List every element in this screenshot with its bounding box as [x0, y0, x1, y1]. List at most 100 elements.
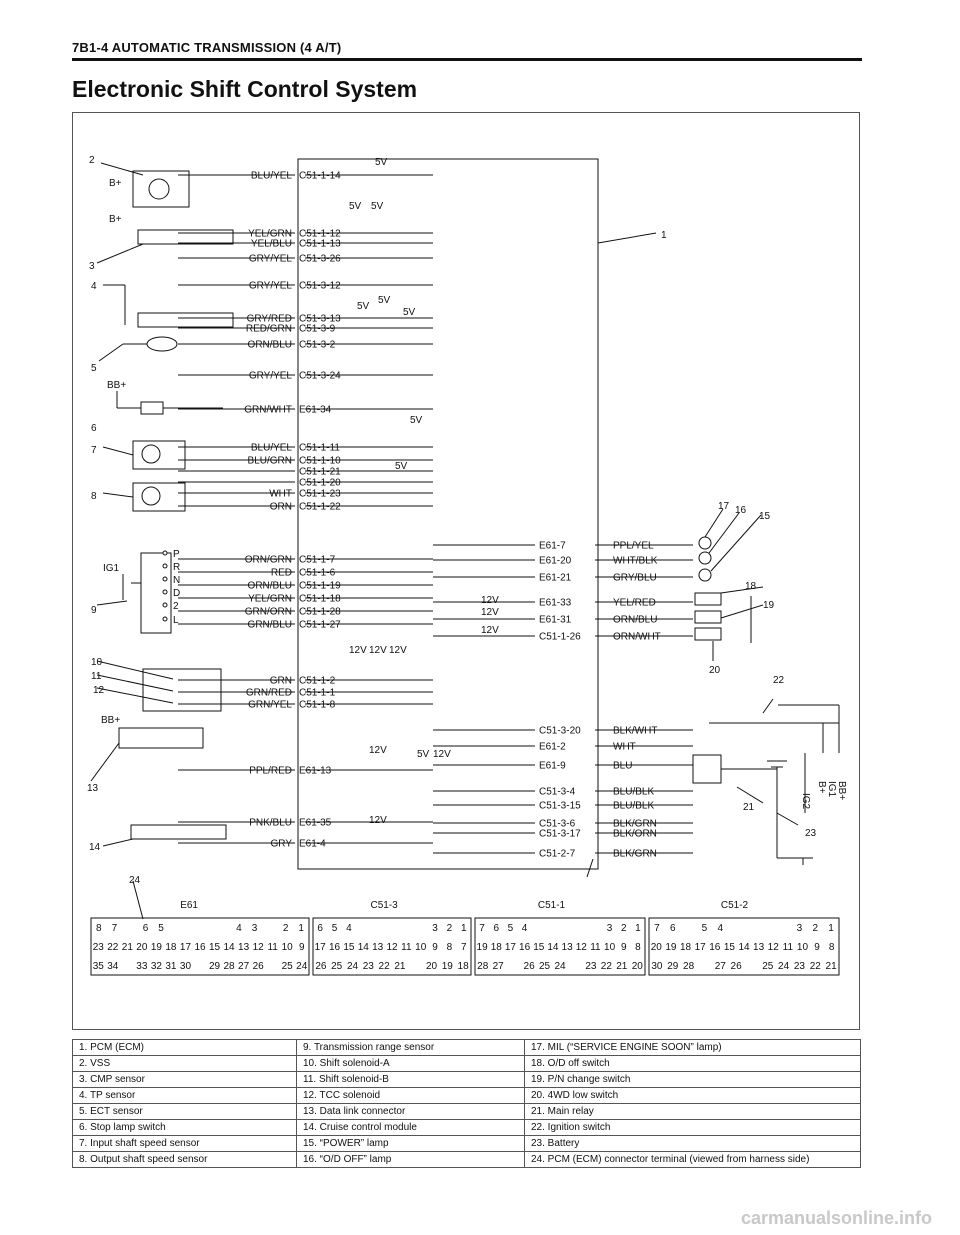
- connector-pin: 9: [814, 942, 820, 953]
- wire-color-label: BLU/YEL: [251, 171, 293, 182]
- pin-label: E61-4: [299, 839, 326, 850]
- wire-color-label: GRN/ORN: [245, 607, 292, 618]
- connector-pin: 18: [458, 961, 470, 972]
- v12-label: 12V: [349, 645, 367, 656]
- connector-pin: 10: [797, 942, 809, 953]
- connector-pin: 19: [477, 942, 489, 953]
- connector-pin: 20: [651, 942, 663, 953]
- connector-pin: 35: [93, 961, 105, 972]
- callout-1: 1: [661, 230, 667, 241]
- wire-color-label: YEL/BLU: [251, 239, 292, 250]
- wire-color-label: BLU/BLK: [613, 801, 654, 812]
- legend-cell: 7. Input shaft speed sensor: [72, 1135, 297, 1152]
- connector-pin: 26: [524, 961, 536, 972]
- connector-pin: 12: [576, 942, 588, 953]
- connector-pin: 3: [797, 923, 803, 934]
- wire-color-label: YEL/GRN: [248, 594, 292, 605]
- wire-color-label: GRY/RED: [247, 314, 292, 325]
- connector-pin: 27: [493, 961, 505, 972]
- legend-row: 1. PCM (ECM)9. Transmission range sensor…: [72, 1039, 861, 1056]
- wire-color-label: WHT: [269, 489, 292, 500]
- od-off-switch: [694, 592, 722, 606]
- connector-pin: 7: [654, 923, 660, 934]
- connector-pin: 22: [601, 961, 613, 972]
- wire-color-label: RED: [271, 568, 292, 579]
- pin-label: C51-3-26: [299, 254, 341, 265]
- mil-lamp-icon: [698, 536, 712, 550]
- connector-pin: 4: [236, 923, 242, 934]
- connector-pin: 2: [812, 923, 818, 934]
- cruise-control-module: [130, 824, 227, 840]
- wire-color-label: ORN/BLU: [613, 615, 657, 626]
- pin-label: C51-3-13: [299, 314, 341, 325]
- pin-label: C51-3-12: [299, 281, 341, 292]
- connector-pin: 32: [151, 961, 163, 972]
- connector-pin: 1: [298, 923, 304, 934]
- connector-pin: 9: [621, 942, 627, 953]
- connector-pin: 26: [731, 961, 743, 972]
- connector-pin: 20: [632, 961, 644, 972]
- wire-color-label: RED/GRN: [246, 324, 292, 335]
- pin-label: C51-1-11: [299, 443, 340, 454]
- callout-13: 13: [87, 783, 99, 794]
- callout-4: 4: [91, 281, 97, 292]
- wiring-diagram-svg: C51-1-14BLU/YELC51-1-12YEL/GRNC51-1-13YE…: [87, 155, 847, 976]
- legend-cell: 24. PCM (ECM) connector terminal (viewed…: [524, 1151, 861, 1168]
- pin-label: C51-1-21: [299, 467, 341, 478]
- pin-label: C51-1-22: [299, 502, 341, 513]
- pin-label: C51-1-23: [299, 489, 341, 500]
- b-plus-label: B+: [109, 214, 122, 225]
- wire-color-label: GRN/YEL: [248, 700, 292, 711]
- range-contact-dot: [162, 550, 168, 556]
- connector-pin: 12: [768, 942, 780, 953]
- connector-pin: 3: [432, 923, 438, 934]
- legend-cell: 9. Transmission range sensor: [296, 1039, 525, 1056]
- connector-pin: 25: [762, 961, 774, 972]
- pin-label: C51-3-20: [539, 726, 581, 737]
- connector-pin: 1: [828, 923, 834, 934]
- legend-cell: 8. Output shaft speed sensor: [72, 1151, 297, 1168]
- connector-pin: 18: [680, 942, 692, 953]
- bb-plus-label: BB+: [107, 380, 126, 391]
- connector-pin: 24: [296, 961, 308, 972]
- connector-pin: 13: [562, 942, 574, 953]
- connector-pin: 7: [479, 923, 485, 934]
- connector-pin: 6: [317, 923, 323, 934]
- wire-color-label: ORN/BLU: [248, 581, 292, 592]
- legend-cell: 5. ECT sensor: [72, 1103, 297, 1120]
- pin-label: C51-3-15: [539, 801, 581, 812]
- legend-cell: 2. VSS: [72, 1055, 297, 1072]
- connector-pin: 22: [810, 961, 822, 972]
- range-position-label: N: [173, 575, 180, 586]
- connector-pin: 14: [547, 942, 559, 953]
- od-off-lamp-icon: [698, 551, 712, 565]
- connector-pin: 25: [282, 961, 294, 972]
- wire-color-label: GRY/YEL: [249, 254, 293, 265]
- v12-label: 12V: [481, 625, 499, 636]
- pin-label: E61-2: [539, 742, 566, 753]
- vss-box: [132, 170, 190, 208]
- connector-pin: 28: [477, 961, 489, 972]
- pin-label: E61-21: [539, 573, 572, 584]
- connector-pin: 2: [447, 923, 453, 934]
- connector-outline: [474, 917, 646, 976]
- connector-pin: 21: [394, 961, 406, 972]
- pin-label: C51-1-10: [299, 456, 341, 467]
- range-contact-dot: [162, 589, 168, 595]
- legend-cell: 16. “O/D OFF” lamp: [296, 1151, 525, 1168]
- range-position-label: R: [173, 562, 180, 573]
- watermark: carmanualsonline.info: [740, 1208, 932, 1228]
- connector-name: E61: [180, 900, 198, 911]
- pin-label: C51-1-19: [299, 581, 341, 592]
- range-position-label: L: [173, 615, 179, 626]
- connector-pin: 26: [253, 961, 265, 972]
- connector-pin: 27: [238, 961, 250, 972]
- wire-color-label: YEL/RED: [613, 598, 656, 609]
- wire-color-label: PPL/RED: [249, 766, 292, 777]
- wire-color-label: BLU: [613, 761, 632, 772]
- connector-pin: 8: [447, 942, 453, 953]
- callout-21: 21: [743, 802, 755, 813]
- range-contact-dot: [162, 563, 168, 569]
- connector-pin: 2: [621, 923, 627, 934]
